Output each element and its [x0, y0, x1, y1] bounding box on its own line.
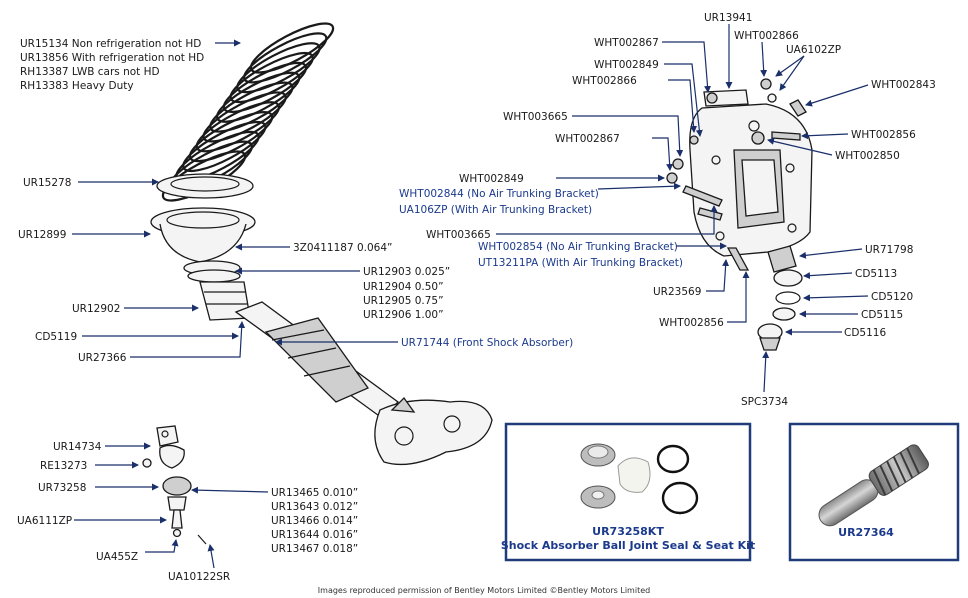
shock-absorber: [234, 301, 399, 419]
label-ur13644: UR13644 0.016”: [271, 529, 358, 541]
label-wht002844: WHT002844 (No Air Trunking Bracket): [399, 188, 599, 200]
kit-code: UR73258KT: [592, 525, 664, 538]
kit-title: Shock Absorber Ball Joint Seal & Seat Ki…: [501, 539, 755, 552]
label-wht002856-top: WHT002856: [851, 129, 916, 141]
label-ur13465: UR13465 0.010”: [271, 487, 358, 499]
ur27364-pin-photo: [818, 444, 929, 527]
label-cd5113: CD5113: [855, 268, 897, 280]
kit-panel: UR73258KT Shock Absorber Ball Joint Seal…: [501, 422, 755, 562]
label-ur12899: UR12899: [18, 229, 66, 241]
label-cd5115: CD5115: [861, 309, 903, 321]
label-ur13643: UR13643 0.012”: [271, 501, 358, 513]
spring-seat-upper: [156, 173, 254, 199]
label-wht002867-top: WHT002867: [594, 37, 659, 49]
label-ur14734: UR14734: [53, 441, 102, 453]
kit-seat-bottom: [580, 485, 616, 509]
label-ur71744: UR71744 (Front Shock Absorber): [401, 337, 573, 349]
label-re13273: RE13273: [40, 460, 87, 472]
label-wht002849-top: WHT002849: [594, 59, 659, 71]
part-labels: UR15134 Non refrigeration not HD UR13856…: [17, 12, 936, 583]
label-wht002849-mid: WHT002849: [459, 173, 524, 185]
label-cd5120: CD5120: [871, 291, 913, 303]
label-wht002854: WHT002854 (No Air Trunking Bracket): [478, 241, 678, 253]
leader-lines: [72, 24, 869, 569]
label-ua106zp: UA106ZP (With Air Trunking Bracket): [399, 204, 592, 216]
label-ur12902: UR12902: [72, 303, 120, 315]
shim-packers: [183, 260, 241, 283]
label-wht003665-low: WHT003665: [426, 229, 491, 241]
label-ur12903: UR12903 0.025”: [363, 266, 450, 278]
kit-rubber-boot: [617, 457, 651, 493]
label-ur23569: UR23569: [653, 286, 701, 298]
ball-joint-seal-stack: [757, 245, 803, 351]
spring-pan: [150, 207, 256, 263]
label-ur13941: UR13941: [704, 12, 752, 24]
bolts-and-nuts: [666, 78, 807, 271]
label-ur13856: UR13856 With refrigeration not HD: [20, 52, 204, 64]
label-wht002850: WHT002850: [835, 150, 900, 162]
footer-credit: Images reproduced permission of Bentley …: [318, 586, 650, 595]
label-ur73258: UR73258: [38, 482, 86, 494]
label-wht003665-top: WHT003665: [503, 111, 568, 123]
label-ut13211pa: UT13211PA (With Air Trunking Bracket): [478, 257, 683, 269]
label-ur12904: UR12904 0.50”: [363, 281, 444, 293]
label-ur13466: UR13466 0.014”: [271, 515, 358, 527]
label-wht002843: WHT002843: [871, 79, 936, 91]
label-wht002856-low: WHT002856: [659, 317, 724, 329]
part-photo-panel: UR27364: [788, 422, 960, 562]
label-spc3734: SPC3734: [741, 396, 788, 408]
label-ur12906: UR12906 1.00”: [363, 309, 444, 321]
label-wht002867-mid: WHT002867: [555, 133, 620, 145]
kit-seat-top: [580, 443, 616, 467]
label-ur15134: UR15134 Non refrigeration not HD: [20, 38, 201, 50]
label-rh13383: RH13383 Heavy Duty: [20, 80, 134, 92]
label-ur27366: UR27366: [78, 352, 127, 364]
label-wht002866-mid: WHT002866: [572, 75, 637, 87]
kit-o-rings: [656, 444, 699, 515]
label-rh13387: RH13387 LWB cars not HD: [20, 66, 160, 78]
label-ua6111zp: UA6111ZP: [17, 515, 72, 527]
lower-wishbone: [374, 396, 493, 466]
label-ur15278: UR15278: [23, 177, 71, 189]
label-cd5116: CD5116: [844, 327, 886, 339]
label-cd5119: CD5119: [35, 331, 77, 343]
label-ur12905: UR12905 0.75”: [363, 295, 444, 307]
label-ur71798: UR71798: [865, 244, 913, 256]
label-ua6102zp: UA6102ZP: [786, 44, 841, 56]
ball-joint-stack: [142, 425, 207, 545]
label-ua10122sr: UA10122SR: [168, 571, 230, 583]
mounting-plate: [689, 103, 813, 257]
label-ua455z: UA455Z: [96, 551, 138, 563]
label-3z0411187: 3Z0411187 0.064”: [293, 242, 392, 254]
coil-spring: [161, 22, 335, 202]
photo-code: UR27364: [838, 526, 894, 539]
label-ur13467: UR13467 0.018”: [271, 543, 358, 555]
label-wht002866-top: WHT002866: [734, 30, 799, 42]
